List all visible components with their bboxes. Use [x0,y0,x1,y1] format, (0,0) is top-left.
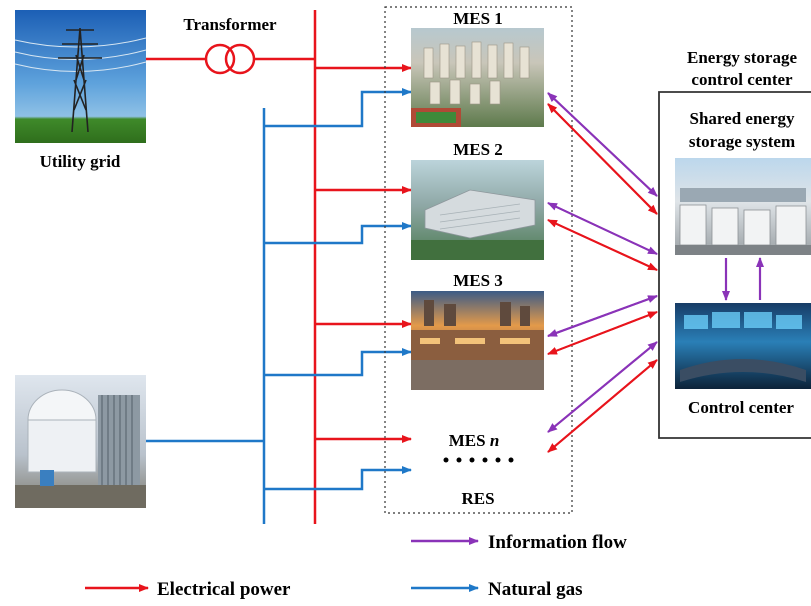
control-center-photo [675,303,811,389]
legend-info-label: Information flow [488,532,627,553]
ellipsis-dots [443,457,514,463]
gas-station-photo [15,375,146,508]
mesn-label: MES n [449,431,500,450]
control-center-label: Control center [688,398,794,417]
storage-photo [675,158,811,255]
transformer-label: Transformer [183,15,277,34]
gas-branches [264,88,412,491]
res-label: RES [461,489,494,508]
sess-label-line1: Shared energy [690,109,795,128]
legend: Information flow Electrical power Natura… [85,532,627,600]
information-flow-arrows [547,92,658,433]
transformer-symbol [204,43,256,75]
sess-label-line2: storage system [689,132,795,151]
esc-title-line1: Energy storage [687,48,797,67]
mes1-label: MES 1 [453,9,503,28]
mes2-photo [411,160,544,260]
power-exchange-arrows [547,103,658,453]
mes2-label: MES 2 [453,140,503,159]
mes3-label: MES 3 [453,271,503,290]
electrical-branches [315,64,412,443]
legend-power-label: Electrical power [157,579,291,600]
utility-grid-label: Utility grid [40,152,121,171]
mes3-photo [411,291,544,390]
legend-gas-label: Natural gas [488,579,582,600]
esc-title-line2: control center [691,70,793,89]
res-boundary [384,6,573,514]
mes1-photo [411,28,544,127]
esc-box [658,91,811,439]
utility-grid-photo [14,10,147,143]
